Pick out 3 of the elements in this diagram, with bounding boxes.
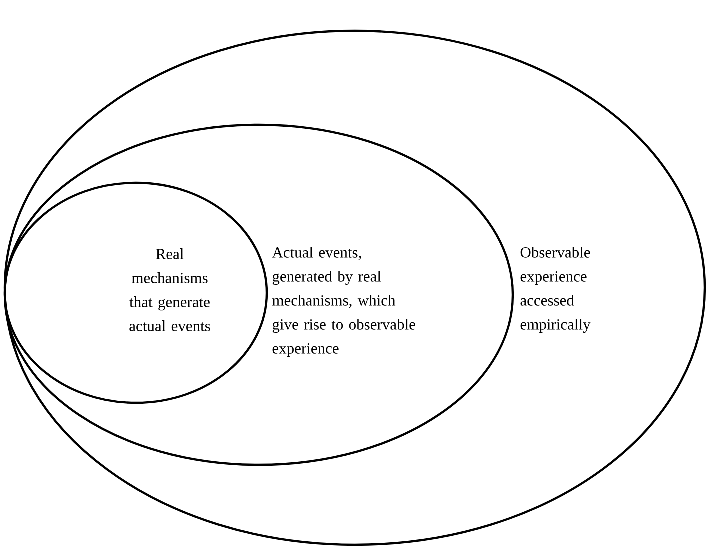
ellipse-label: Actual events, generated by real mechanisms, which give rise to observable experience: [272, 246, 416, 358]
ellipse-label: Real mechanisms that generate actual events: [130, 248, 210, 332]
ellipse-label: Observable experience accessed empirically: [520, 246, 591, 334]
